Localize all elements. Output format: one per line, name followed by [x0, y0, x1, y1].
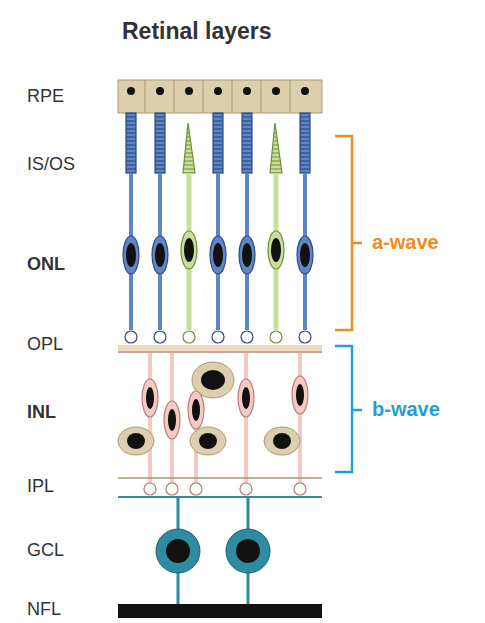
- wave-label: a-wave: [372, 231, 439, 254]
- layer-label: IPL: [27, 476, 54, 497]
- opl-band: [118, 345, 322, 353]
- ipl-terminals: [144, 483, 306, 495]
- cone-cells: [181, 123, 284, 343]
- a-wave-bracket: [335, 136, 362, 330]
- amacrine-cells: [118, 427, 322, 478]
- layer-label: INL: [27, 402, 56, 423]
- diagram-title: Retinal layers: [122, 18, 272, 44]
- layer-label: GCL: [27, 540, 64, 561]
- b-wave-bracket: [335, 346, 362, 472]
- ganglion-cells: [118, 497, 322, 605]
- rod-cells: [123, 113, 313, 343]
- wave-label: b-wave: [372, 398, 440, 421]
- layer-label: IS/OS: [27, 154, 75, 175]
- rpe-band: [118, 80, 322, 113]
- layer-label: OPL: [27, 334, 63, 355]
- layer-label: RPE: [27, 86, 64, 107]
- layer-label: ONL: [27, 254, 65, 275]
- bipolar-cells: [142, 353, 308, 484]
- layer-label: NFL: [27, 599, 61, 620]
- nfl-bar: [118, 604, 322, 618]
